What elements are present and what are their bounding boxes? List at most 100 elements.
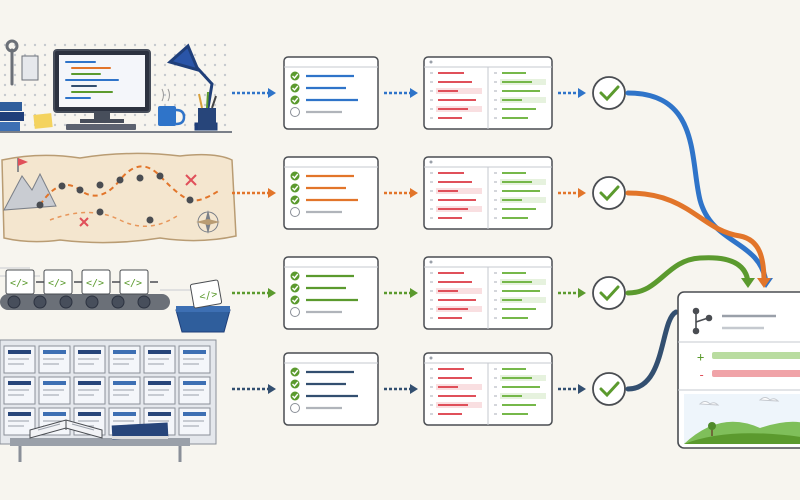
conveyor-scene: </> </> </> </> </> bbox=[0, 267, 231, 333]
code-file-icon: </> bbox=[81, 269, 120, 295]
code-file-icon: </> bbox=[43, 269, 82, 295]
arrow-to-approval bbox=[558, 88, 586, 98]
svg-text:</>: </> bbox=[48, 278, 66, 289]
flow-arrowhead bbox=[741, 278, 755, 288]
computer-monitor-icon bbox=[53, 49, 151, 123]
svg-text:</>: </> bbox=[124, 278, 142, 289]
approved-check-icon bbox=[592, 76, 626, 110]
pipeline-row-route bbox=[232, 156, 626, 230]
checked-item-icon bbox=[290, 83, 300, 93]
approved-check-icon bbox=[592, 276, 626, 310]
shelf-document bbox=[73, 376, 106, 405]
checked-item-icon bbox=[290, 367, 300, 377]
arrow-to-checklist bbox=[232, 384, 276, 394]
shelf-document bbox=[178, 407, 211, 436]
checked-item-icon bbox=[290, 195, 300, 205]
added-marker: + bbox=[697, 350, 704, 364]
arrow-to-approval bbox=[558, 288, 586, 298]
code-file-icon: </> bbox=[119, 269, 158, 295]
open-book-icon bbox=[29, 419, 103, 439]
pipeline-row-assembly bbox=[232, 256, 626, 330]
wrench-icon bbox=[5, 39, 19, 86]
navy-flow-curve bbox=[625, 309, 679, 392]
x-marker-icon bbox=[79, 174, 197, 227]
arrow-to-checklist bbox=[232, 288, 276, 298]
checklist-card bbox=[283, 156, 379, 230]
checked-item-icon bbox=[290, 183, 300, 193]
checked-item-icon bbox=[290, 391, 300, 401]
open-item-icon bbox=[290, 107, 300, 117]
svg-text:</>: </> bbox=[10, 278, 28, 289]
approved-check-icon bbox=[592, 372, 626, 406]
shelf-document bbox=[178, 345, 211, 374]
branch-merge-icon bbox=[692, 307, 713, 335]
arrow-to-diff bbox=[384, 88, 418, 98]
desk-scene bbox=[0, 38, 232, 133]
pencil-cup-icon bbox=[198, 91, 217, 130]
shelf-document bbox=[108, 376, 141, 405]
checked-item-icon bbox=[290, 271, 300, 281]
shelf-document bbox=[38, 345, 71, 374]
compass-rose-icon bbox=[196, 210, 220, 234]
open-item-icon bbox=[290, 307, 300, 317]
pipeline-rows bbox=[232, 56, 626, 426]
merge-target-card: + - bbox=[677, 291, 800, 449]
arrow-to-diff bbox=[384, 288, 418, 298]
shelf-document bbox=[178, 376, 211, 405]
checklist-card bbox=[283, 352, 379, 426]
flow-arrowhead bbox=[757, 278, 771, 288]
shelf-document bbox=[73, 345, 106, 374]
code-file-cards: </> </> </> </> bbox=[5, 269, 158, 295]
arrow-to-approval bbox=[558, 384, 586, 394]
sticky-note bbox=[33, 113, 53, 129]
checklist-card bbox=[283, 256, 379, 330]
pipeline-row-library bbox=[232, 352, 626, 426]
treasure-map-scene bbox=[1, 152, 237, 244]
arrow-to-diff bbox=[384, 188, 418, 198]
flow-curves bbox=[625, 90, 773, 392]
green-flow-curve bbox=[625, 255, 751, 296]
shelf-document bbox=[3, 345, 36, 374]
approved-check-icon bbox=[592, 176, 626, 210]
shelf-document bbox=[143, 345, 176, 374]
diff-card bbox=[423, 156, 553, 230]
code-file-icon: </> bbox=[5, 269, 44, 295]
shelf-document bbox=[3, 376, 36, 405]
checked-item-icon bbox=[290, 379, 300, 389]
shelf-document bbox=[38, 376, 71, 405]
flag-icon bbox=[18, 158, 28, 166]
checked-item-icon bbox=[290, 295, 300, 305]
arrow-to-diff bbox=[384, 384, 418, 394]
keyboard bbox=[66, 124, 136, 130]
wall-note bbox=[21, 55, 39, 81]
shelf-document bbox=[108, 345, 141, 374]
open-item-icon bbox=[290, 403, 300, 413]
blue-flow-curve bbox=[625, 90, 769, 285]
collection-bin: </> bbox=[175, 279, 231, 333]
orange-flow-curve bbox=[625, 190, 767, 285]
table-top bbox=[10, 438, 190, 446]
arrow-to-approval bbox=[558, 188, 586, 198]
removed-marker: - bbox=[698, 368, 705, 382]
book-stack bbox=[0, 102, 24, 131]
document-shelves-scene bbox=[0, 339, 217, 462]
checked-item-icon bbox=[290, 71, 300, 81]
arrow-to-checklist bbox=[232, 88, 276, 98]
open-item-icon bbox=[290, 207, 300, 217]
diff-card bbox=[423, 352, 553, 426]
checked-item-icon bbox=[290, 171, 300, 181]
diff-card bbox=[423, 56, 553, 130]
svg-text:</>: </> bbox=[199, 289, 219, 303]
checked-item-icon bbox=[290, 283, 300, 293]
svg-text:</>: </> bbox=[86, 278, 104, 289]
closed-book-icon bbox=[111, 422, 169, 440]
arrow-to-checklist bbox=[232, 188, 276, 198]
checked-item-icon bbox=[290, 95, 300, 105]
coffee-mug-icon bbox=[158, 88, 186, 126]
landscape-image bbox=[684, 394, 800, 444]
checklist-card bbox=[283, 56, 379, 130]
shelf-document bbox=[143, 376, 176, 405]
pipeline-row-workspace bbox=[232, 56, 626, 130]
